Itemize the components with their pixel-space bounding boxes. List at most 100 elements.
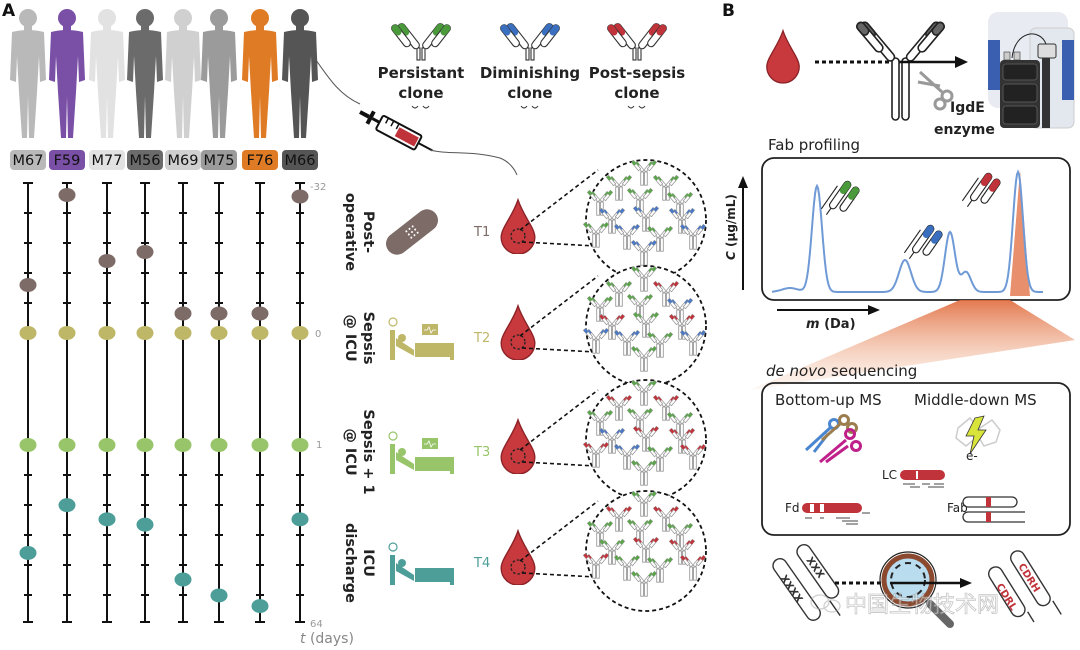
patient-id-badge: M77 [89,150,125,170]
patient-id-badge: F76 [242,150,278,170]
antibody-glyph [632,536,660,563]
antibody-glyph [652,394,680,421]
blood-drop-icon [766,30,800,84]
sample-point-t2 [19,326,37,340]
antibody-glyph [582,552,610,579]
bottom-up-label: Bottom-up MS [775,391,882,409]
fab-fragment [962,496,1025,523]
lc-ms-instrument-icon [988,12,1075,129]
timepoint-tag: T2 [473,331,490,346]
person-silhouette [89,9,125,138]
antibody-glyph [679,329,707,356]
fd-fragment [802,503,870,525]
zoom-region-marker [510,334,526,350]
enzyme-label-1: IgdE [950,100,985,116]
patient-id: F59 [54,153,81,169]
clone-label: clone [507,84,552,102]
stage-label-line2: @ ICU [342,314,358,361]
denovo-box [761,382,1071,536]
fab-profiling-title: Fab profiling [768,136,860,154]
sample-point-t1 [58,188,76,202]
zoom-beam [750,300,1075,390]
person-silhouette [10,9,46,138]
tick-label-bottom: 64 [310,619,323,630]
antibody-glyph [668,207,696,234]
sample-point-t3 [251,438,269,452]
sample-point-t1 [291,189,309,204]
stage-label-line2: operative [342,193,358,271]
multi-enzyme-scissors-icon [804,414,862,464]
fab-profile-trace [771,169,1043,293]
antibody-population-inset [582,159,707,281]
sample-point-t4 [251,599,269,614]
antibody-glyph [646,331,674,358]
patient-timeline [291,182,309,623]
antibody-glyph [666,297,694,324]
antibody-glyph [605,505,633,532]
panel-b-label: B [722,1,735,21]
person-silhouette [49,9,85,138]
enzyme-label-2: enzyme [934,122,995,138]
zoom-line [519,389,599,451]
patient-timeline [174,182,192,623]
antibody-icon [856,21,945,121]
blood-drop-icon [500,530,536,585]
sample-point-t2 [98,326,116,340]
sample-point-t1 [19,278,37,292]
timepoint-tag: T1 [473,225,490,240]
patient-silhouettes [10,9,318,138]
sample-point-t1 [251,306,269,321]
antibody-glyph [605,394,633,421]
antibody-glyph [613,223,641,250]
hospital-bed-icon [388,542,454,585]
sample-point-t4 [210,588,228,603]
zoom-region-marker [510,559,526,575]
antibody-population-inset [582,490,707,612]
wechat-watermark: 中国生物技术网 [810,593,999,618]
clone-legend: PersistantcloneDiminishingclonePost-seps… [378,23,686,109]
person-silhouette [282,9,318,138]
fab-fragment-glyph [961,172,1001,208]
bandage-icon [386,209,438,255]
sample-point-t1 [136,245,154,259]
stage-label-line2: @ ICU [342,428,358,475]
denovo-title: de novo sequencing [766,362,917,380]
patient-id: M67 [13,153,44,169]
x-axis-label: m (Da) [806,317,856,332]
electron-label: e- [966,449,978,463]
patient-id: M56 [130,153,161,169]
antibody-glyph [666,411,694,438]
antibody-glyph [586,409,614,436]
clone-name: Post-sepsis [589,64,686,82]
patient-timeline [136,182,154,623]
panel-a-label: A [2,1,16,21]
zoom-line [521,347,597,353]
sample-point-t2 [136,326,154,340]
patient-timeline [251,182,269,623]
antibody-glyph [626,407,654,434]
sample-point-t3 [174,438,192,452]
unknown-sequence-tubes [772,544,841,621]
stage-label-line1: Sepsis + 1 [360,409,376,494]
sample-point-t3 [136,438,154,452]
etd-lightning-icon: e- [955,415,1001,463]
sample-point-t3 [98,438,116,452]
unknown-seq-label-1: XXXX [778,573,805,605]
magnifier-icon [879,551,954,628]
tick-label-top: -32 [310,182,326,193]
fab-fragment-glyph [820,180,860,216]
fab-fragment-glyph [903,224,943,260]
sample-point-t4 [98,512,116,527]
zoom-region-marker [510,228,526,244]
sample-point-t4 [58,498,76,513]
y-axis-label: C (µg/mL) [724,194,738,260]
arrow-head-2 [960,578,972,588]
lc-label: LC [882,468,897,482]
antibody-glyph [632,425,660,452]
middle-down-label: Middle-down MS [914,391,1037,409]
tick-label-day0: 0 [315,329,321,340]
blood-drop-icon [500,419,536,474]
antibody-glyph [632,205,660,232]
